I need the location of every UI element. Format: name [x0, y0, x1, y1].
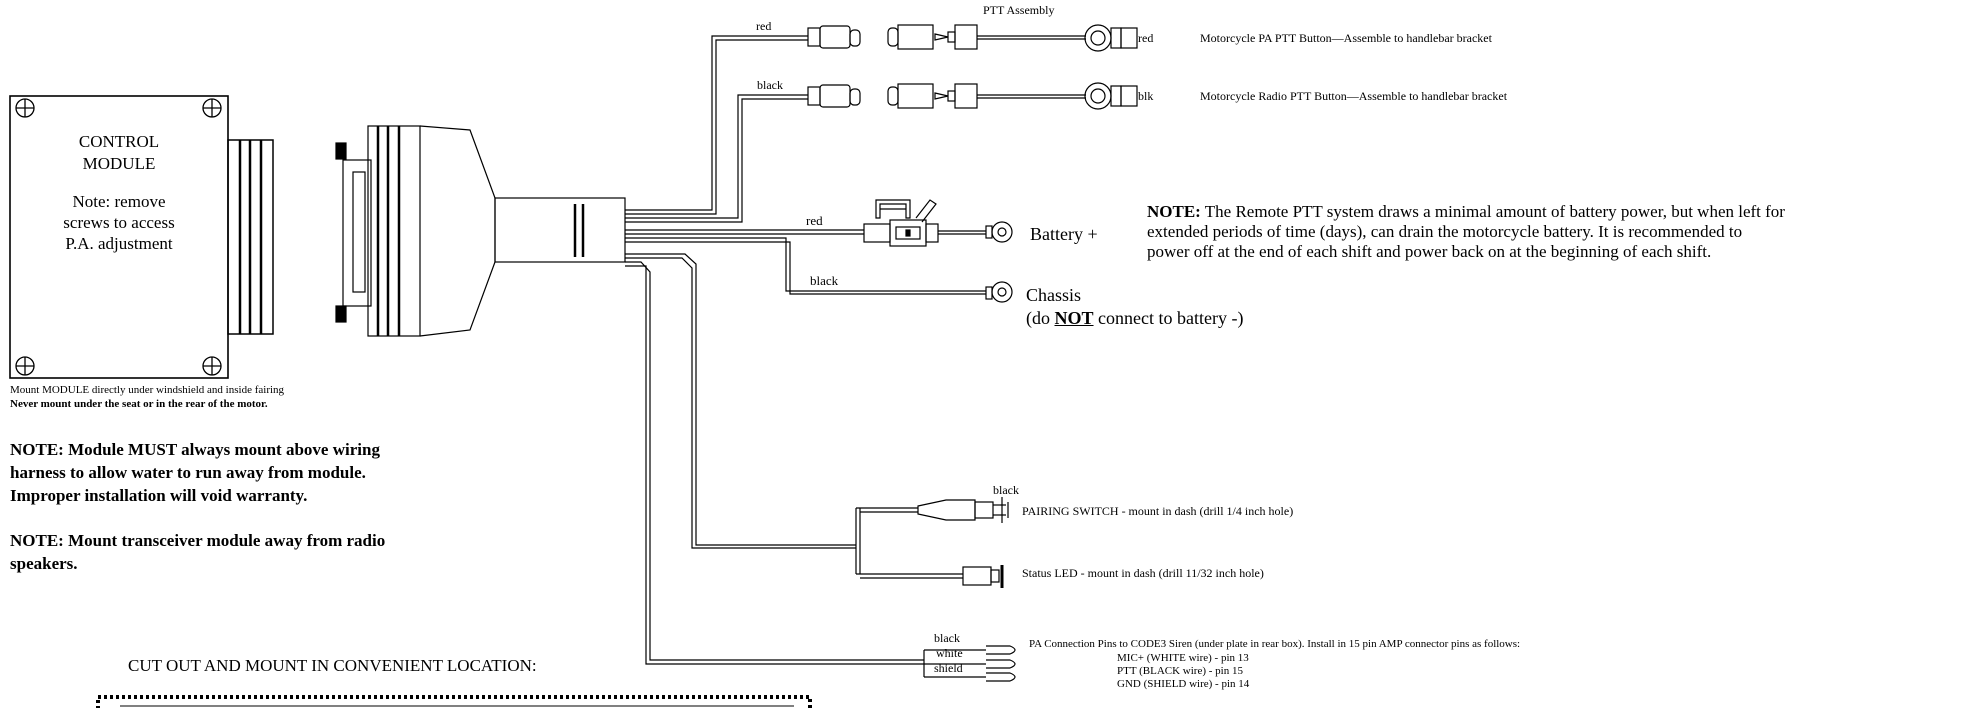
note-module-line3: Improper installation will void warranty…: [10, 486, 308, 505]
module-note-line1: Note: remove: [72, 192, 166, 211]
pa-ptt-button-label: Motorcycle PA PTT Button—Assemble to han…: [1200, 31, 1492, 45]
ptt-assembly-radio: [887, 82, 1138, 110]
pa-black-wire-label: black: [934, 631, 960, 645]
pa-pin-ptt: PTT (BLACK wire) - pin 15: [1117, 665, 1243, 677]
module-note-line3: P.A. adjustment: [65, 234, 173, 253]
status-led-label: Status LED - mount in dash (drill 11/32 …: [1022, 566, 1264, 580]
harness-stub: [494, 197, 626, 263]
cutout-label: CUT OUT AND MOUNT IN CONVENIENT LOCATION…: [128, 656, 537, 675]
note-module-line1: NOTE: Module MUST always mount above wir…: [10, 440, 380, 459]
battery-note-line2: extended periods of time (days), can dra…: [1147, 222, 1743, 241]
note-module-line2: harness to allow water to run away from …: [10, 463, 366, 482]
wire-pa-connection: [625, 261, 1016, 682]
module-title-line1: CONTROL: [78, 132, 160, 151]
pairing-switch-label: PAIRING SWITCH - mount in dash (drill 1/…: [1022, 504, 1294, 518]
note-transceiver-line1: NOTE: Mount transceiver module away from…: [10, 531, 386, 550]
pa-pin-mic: MIC+ (WHITE wire) - pin 13: [1117, 652, 1249, 664]
note-transceiver-line2: speakers.: [10, 554, 78, 573]
chassis-note: (do NOT connect to battery -): [1026, 308, 1244, 328]
battery-red-wire-label: red: [806, 213, 823, 228]
control-module: [9, 95, 274, 379]
pairing-black-wire-label: black: [993, 483, 1019, 497]
harness-connector: [335, 125, 496, 337]
ptt-red-tag: red: [1138, 31, 1154, 45]
wire-battery: [625, 199, 1013, 247]
battery-note-line3: power off at the end of each shift and p…: [1147, 242, 1712, 261]
wire-pairing-led: [625, 253, 1009, 588]
cutout-box: [96, 695, 812, 708]
pa-connection-intro: PA Connection Pins to CODE3 Siren (under…: [1029, 638, 1521, 650]
radio-ptt-button-label: Motorcycle Radio PTT Button—Assemble to …: [1200, 89, 1508, 103]
battery-label: Battery +: [1030, 224, 1098, 244]
ptt-blk-tag: blk: [1138, 89, 1154, 103]
wire-chassis: [625, 237, 1013, 303]
ptt-black-wire-label: black: [757, 78, 783, 92]
mount-note-line2: Never mount under the seat or in the rea…: [10, 398, 268, 410]
screw-icon: [15, 356, 35, 376]
wire-ptt-black: [625, 84, 861, 223]
module-note-line2: screws to access: [63, 213, 175, 232]
ptt-assembly-label: PTT Assembly: [983, 3, 1055, 17]
pa-shield-wire-label: shield: [934, 661, 963, 675]
ptt-assembly-pa: [887, 24, 1138, 52]
chassis-black-wire-label: black: [810, 273, 839, 288]
screw-icon: [202, 356, 222, 376]
screw-icon: [15, 98, 35, 118]
pa-pin-gnd: GND (SHIELD wire) - pin 14: [1117, 678, 1250, 690]
battery-note-line1: NOTE: The Remote PTT system draws a mini…: [1147, 202, 1785, 221]
screw-icon: [202, 98, 222, 118]
pa-white-wire-label: white: [936, 646, 963, 660]
module-title-line2: MODULE: [82, 154, 156, 173]
wire-ptt-red: [625, 25, 861, 215]
ptt-red-wire-label: red: [756, 19, 772, 33]
chassis-label: Chassis: [1026, 285, 1082, 305]
mount-note-line1: Mount MODULE directly under windshield a…: [10, 384, 285, 396]
